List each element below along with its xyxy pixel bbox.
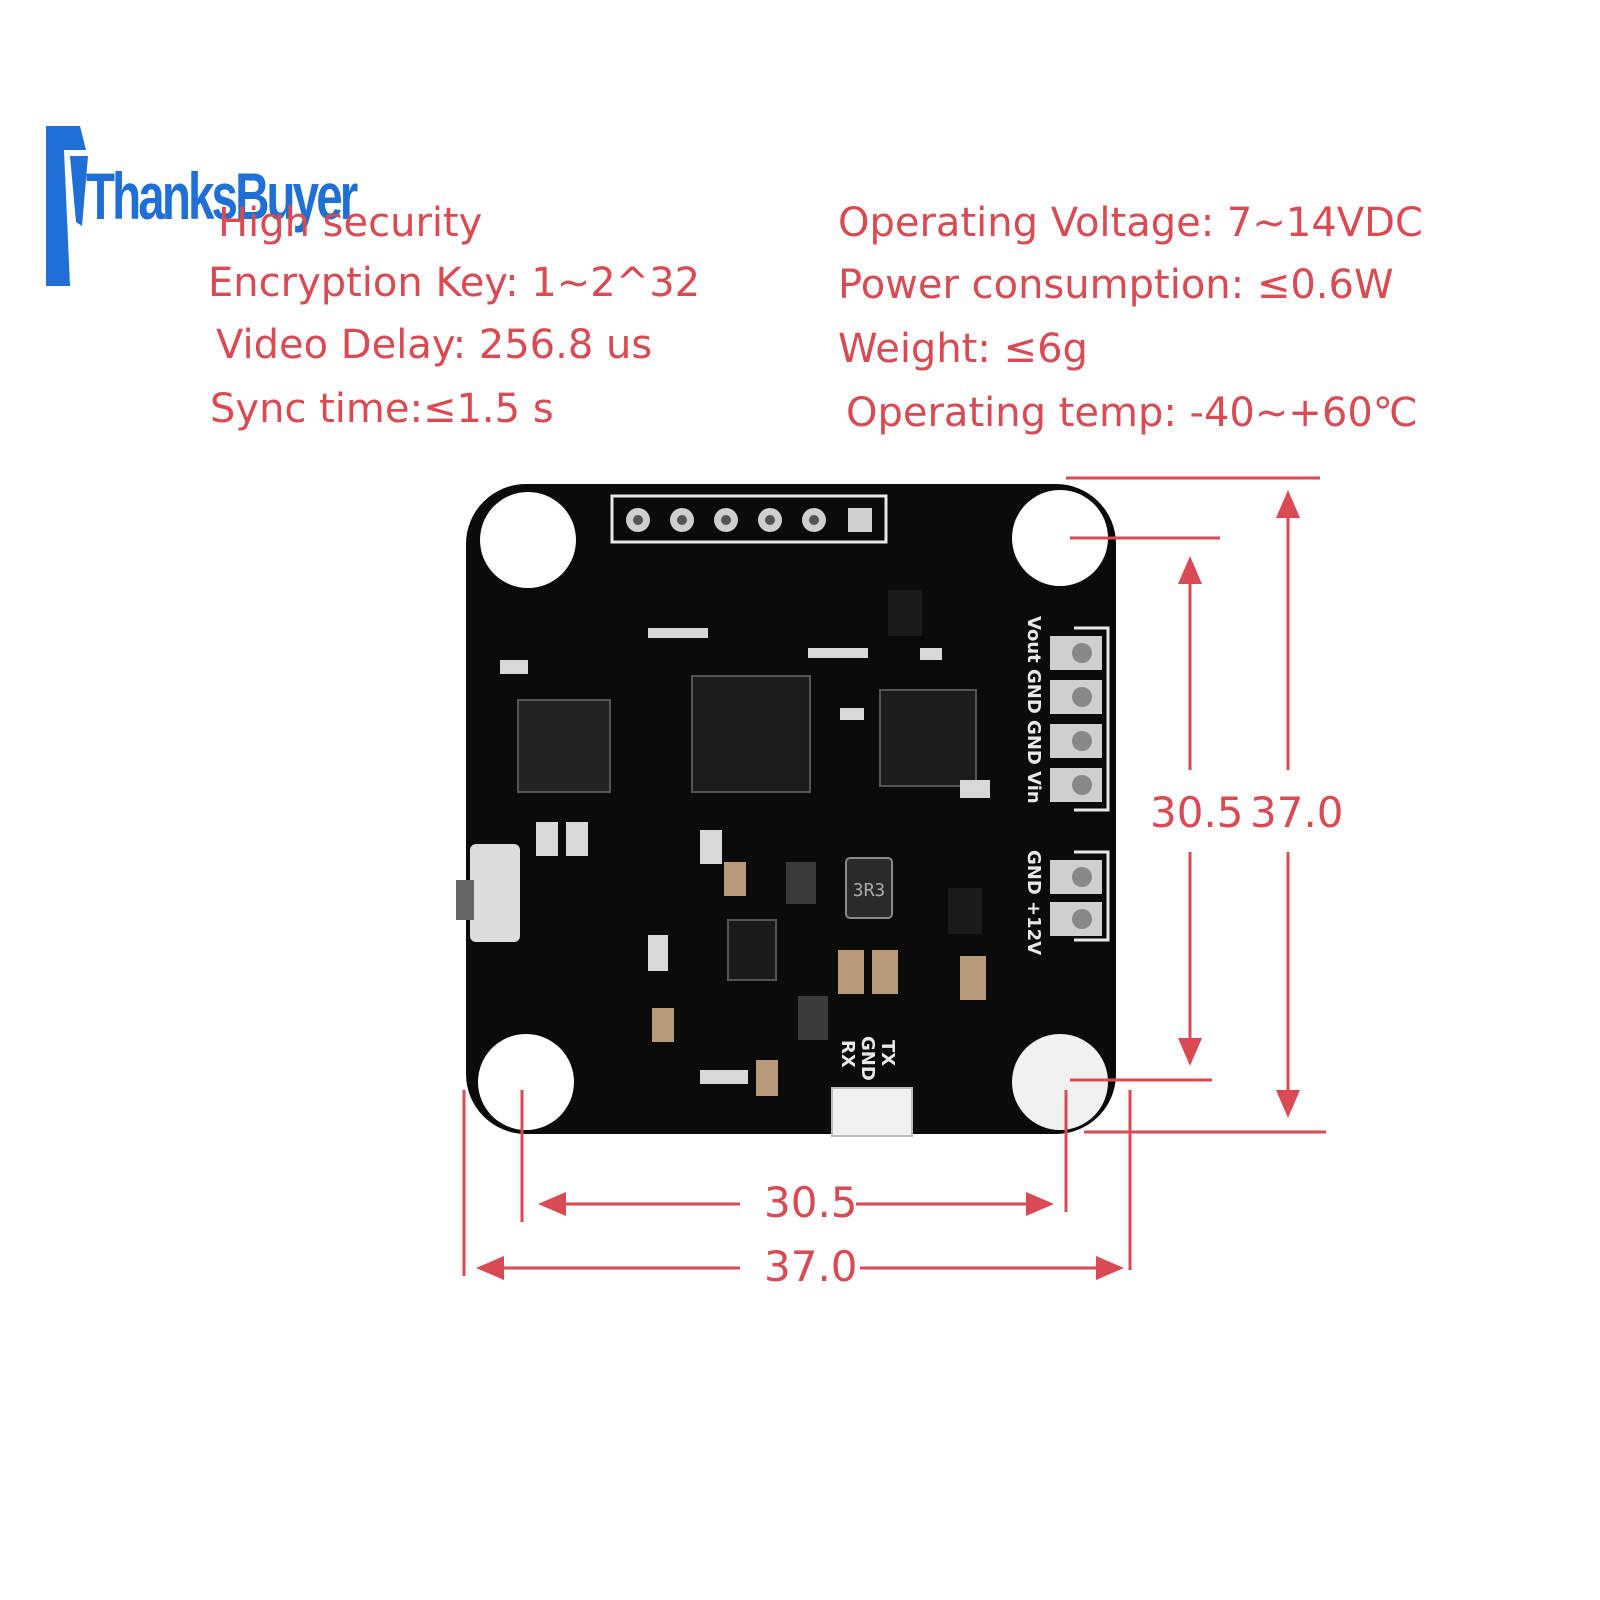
dim-hole-spacing-horizontal: 30.5 [764,1178,858,1227]
mount-hole-top-left [480,492,576,588]
logo-text: ThanksBuyer [86,159,358,233]
spec-right-1: Operating Voltage: 7~14VDC [838,200,1423,246]
right-solder-pads: Vout GND GND Vin GND +12V [1023,616,1110,955]
header-pins [610,494,888,544]
bottom-connector: TX GND RX [831,1036,913,1137]
pcb-board [466,484,1116,1134]
chips: 3R3 [517,590,982,981]
spec-left-2: Encryption Key: 1~2^32 [208,260,701,306]
spec-right-2: Power consumption: ≤0.6W [838,262,1394,308]
dim-board-height: 37.0 [1250,788,1344,837]
mount-hole-bottom-right [1012,1034,1108,1130]
pin-labels-power: GND +12V [1023,850,1044,955]
pin-label-gnd: GND [857,1036,878,1081]
dimension-lines [462,476,1326,1276]
pin-labels-right: Vout GND GND Vin [1023,616,1044,804]
spec-left-3: Video Delay: 256.8 us [216,322,653,368]
spec-right-4: Operating temp: -40~+60℃ [846,390,1418,436]
spec-right-3: Weight: ≤6g [838,326,1088,372]
mount-hole-bottom-left [478,1034,574,1130]
dim-board-width: 37.0 [764,1242,858,1291]
spec-left-4: Sync time:≤1.5 s [210,386,554,432]
pin-label-tx: TX [877,1040,898,1066]
mount-hole-top-right [1012,490,1108,586]
dim-hole-spacing-vertical: 30.5 [1150,788,1244,837]
smd-components [500,628,990,1096]
side-switch [456,844,520,942]
spec-left-1: High security [218,200,483,246]
logo-mark-icon [46,126,88,286]
pin-label-rx: RX [837,1040,858,1068]
inductor-label: 3R3 [853,880,886,901]
dimension-arrows [476,490,1300,1280]
